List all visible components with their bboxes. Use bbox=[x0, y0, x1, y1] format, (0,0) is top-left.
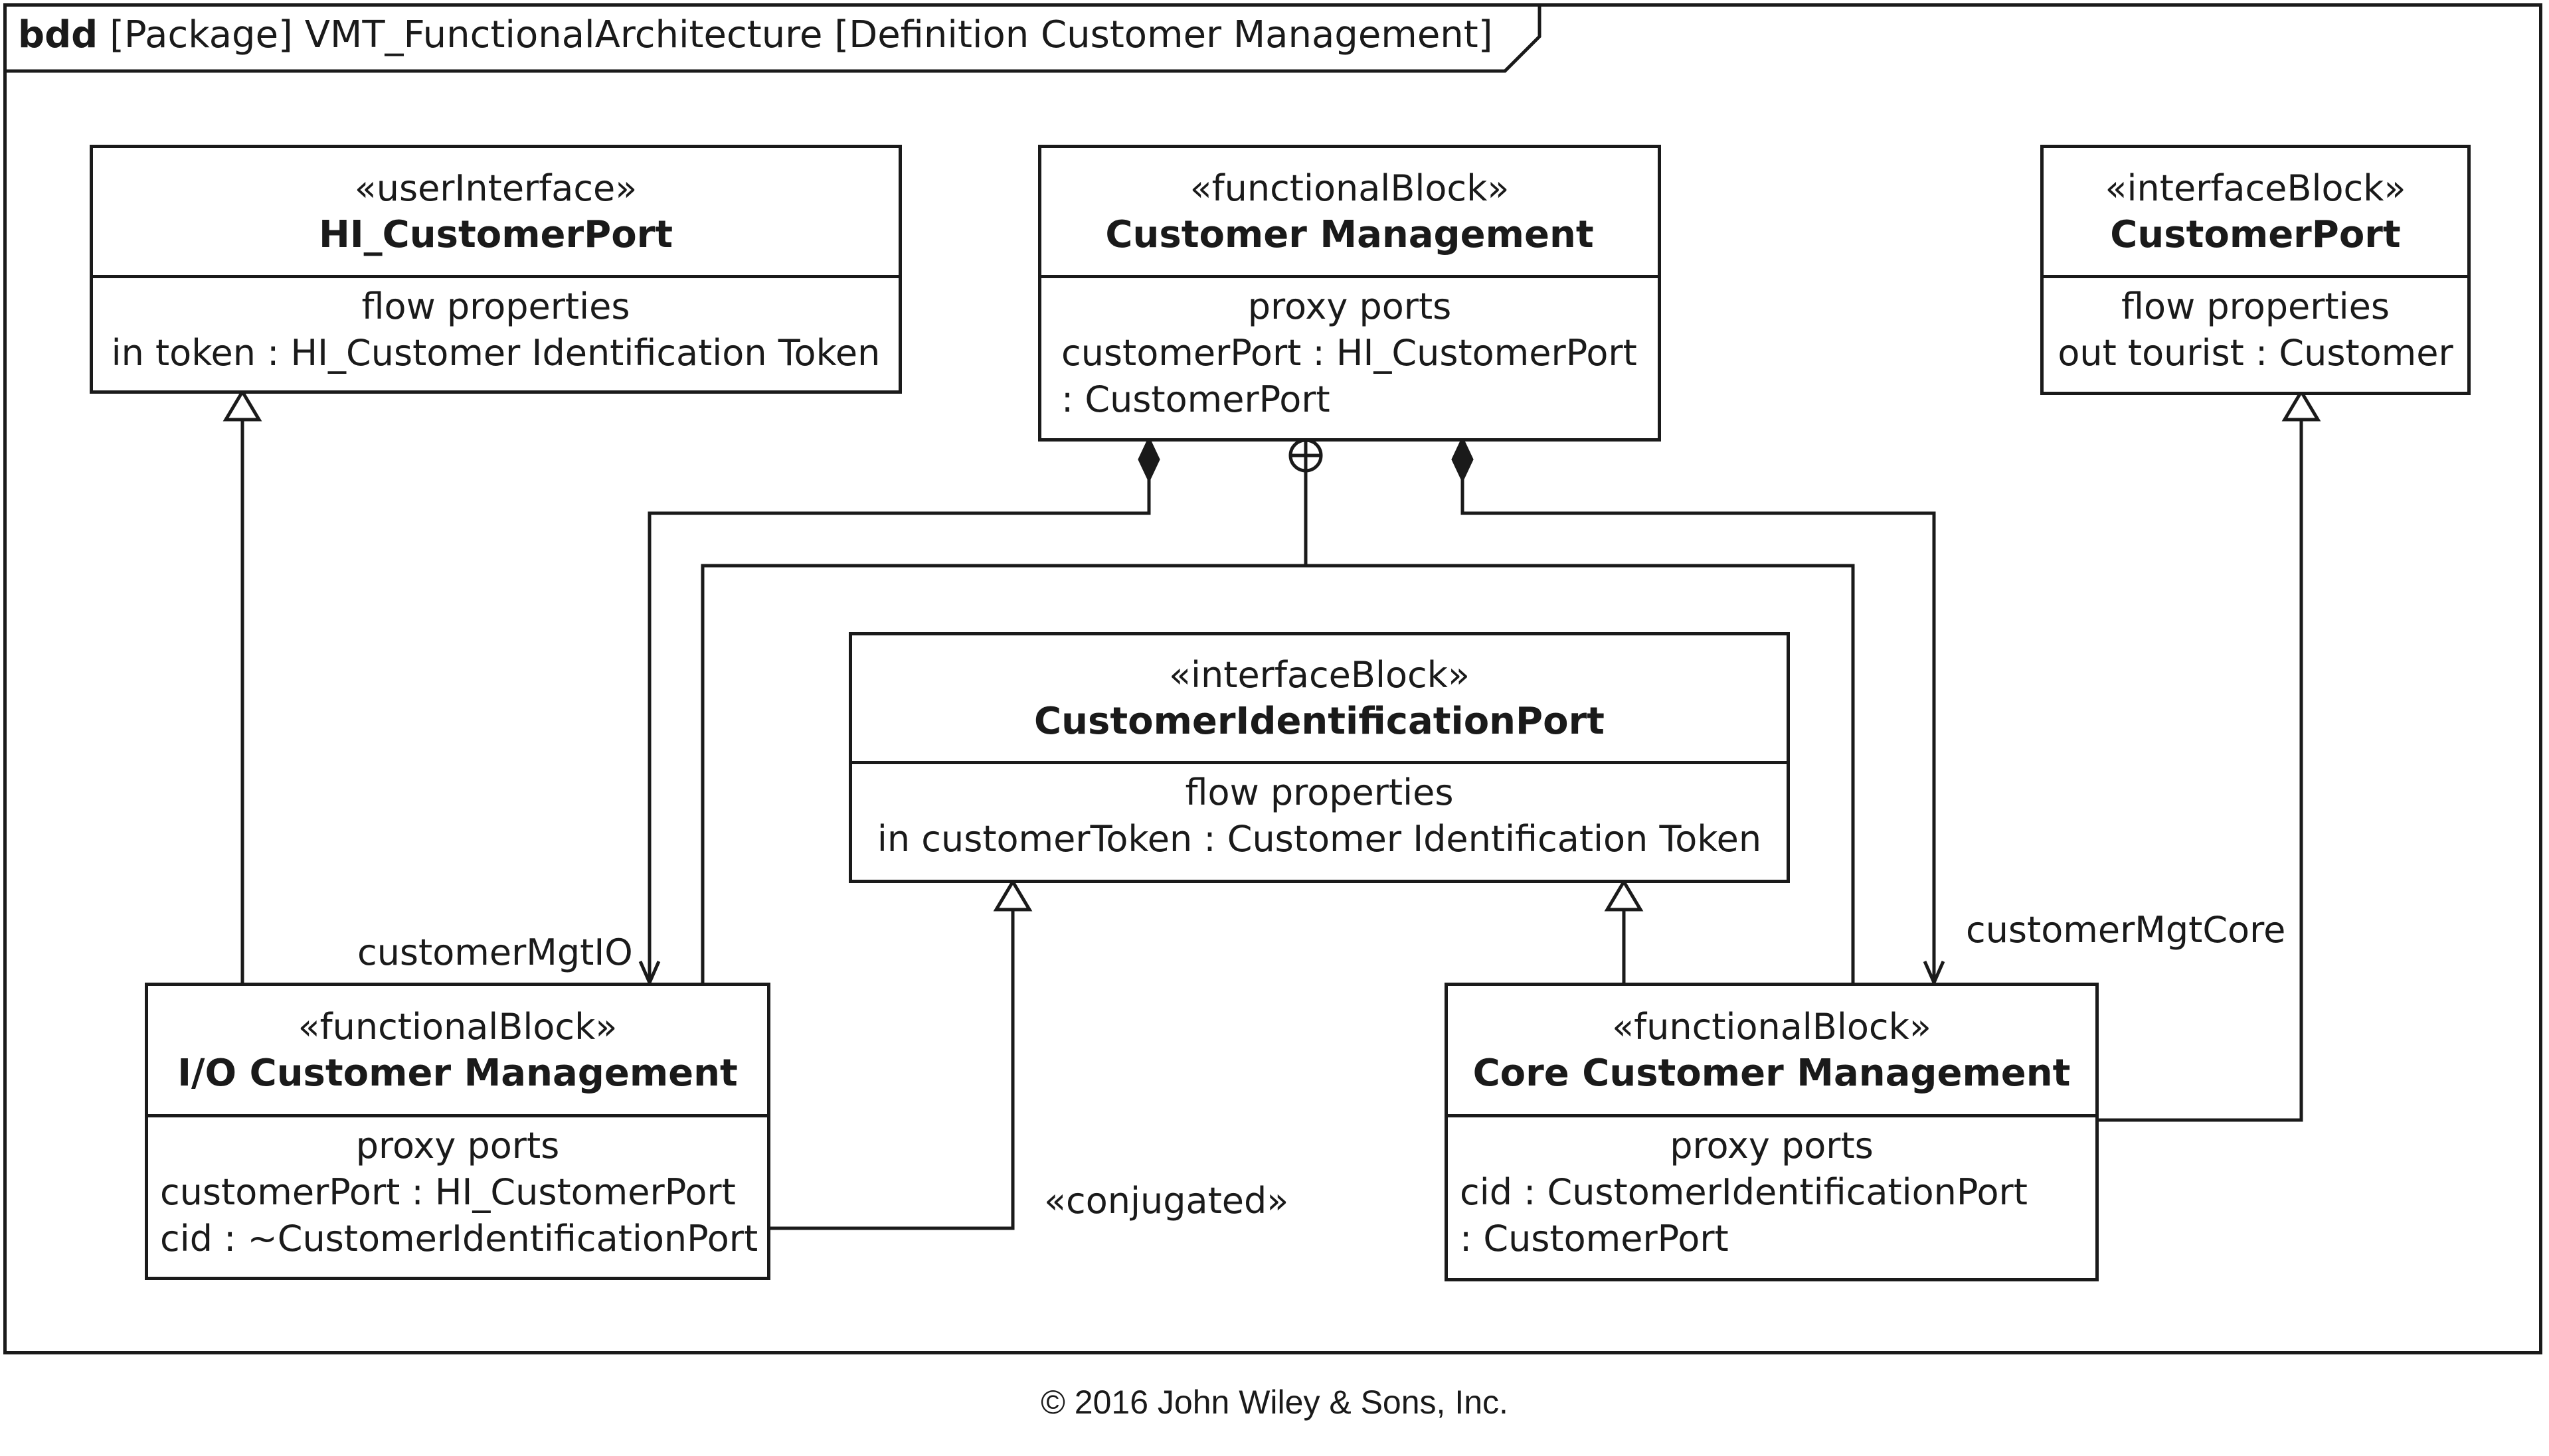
block-name: HI_CustomerPort bbox=[318, 212, 673, 256]
generalization-core-to-identification-port bbox=[1604, 878, 1644, 984]
block-header: «functionalBlock» Customer Management bbox=[1041, 148, 1658, 278]
conjugated-label: «conjugated» bbox=[1044, 1180, 1289, 1222]
block-compartment: flow properties in token : HI_Customer I… bbox=[93, 278, 899, 376]
block-customer-port[interactable]: «interfaceBlock» CustomerPort flow prope… bbox=[2040, 145, 2471, 395]
block-stereotype: «userInterface» bbox=[354, 167, 638, 209]
block-compartment: flow properties out tourist : Customer bbox=[2044, 278, 2467, 376]
frame-kind: bdd bbox=[18, 13, 98, 56]
proxy-port: cid : CustomerIdentificationPort bbox=[1460, 1171, 2028, 1213]
proxy-port: cid : ~CustomerIdentificationPort bbox=[160, 1218, 758, 1259]
block-compartment: flow properties in customerToken : Custo… bbox=[852, 764, 1787, 862]
proxy-port-type: : CustomerPort bbox=[1061, 378, 1330, 420]
block-stereotype: «functionalBlock» bbox=[298, 1005, 618, 1048]
role-label-customer-mgt-core: customerMgtCore bbox=[1966, 909, 2286, 951]
block-hi-customer-port[interactable]: «userInterface» HI_CustomerPort flow pro… bbox=[90, 145, 902, 394]
composition-customer-mgt-core bbox=[1451, 436, 1934, 983]
generalization-core-to-customer-port bbox=[2097, 388, 2321, 1122]
role-label-customer-mgt-io: customerMgtIO bbox=[357, 931, 633, 973]
block-core-customer-management[interactable]: «functionalBlock» Core Customer Manageme… bbox=[1445, 983, 2099, 1281]
proxy-port: customerPort : HI_CustomerPort bbox=[160, 1171, 736, 1213]
block-stereotype: «functionalBlock» bbox=[1612, 1005, 1931, 1048]
block-stereotype: «interfaceBlock» bbox=[1169, 653, 1470, 696]
proxy-port: customerPort : HI_CustomerPort bbox=[1061, 332, 1637, 374]
block-io-customer-management[interactable]: «functionalBlock» I/O Customer Managemen… bbox=[145, 983, 770, 1280]
generalization-io-to-identification-port bbox=[769, 878, 1033, 1230]
block-name: I/O Customer Management bbox=[177, 1051, 738, 1095]
block-header: «interfaceBlock» CustomerPort bbox=[2044, 148, 2467, 278]
compartment-title: proxy ports bbox=[355, 1125, 560, 1167]
block-compartment: proxy ports customerPort : HI_CustomerPo… bbox=[1041, 278, 1658, 423]
copyright-notice: © 2016 John Wiley & Sons, Inc. bbox=[1041, 1384, 1508, 1421]
block-header: «functionalBlock» Core Customer Manageme… bbox=[1448, 986, 2095, 1117]
compartment-title: flow properties bbox=[1185, 771, 1454, 813]
compartment-title: flow properties bbox=[2121, 285, 2390, 327]
composition-customer-mgt-io bbox=[650, 436, 1160, 983]
flow-property: out tourist : Customer bbox=[2058, 332, 2453, 374]
block-name: CustomerPort bbox=[2110, 212, 2401, 256]
block-stereotype: «interfaceBlock» bbox=[2105, 167, 2406, 209]
proxy-port-type: : CustomerPort bbox=[1460, 1218, 1729, 1259]
block-customer-management[interactable]: «functionalBlock» Customer Management pr… bbox=[1038, 145, 1661, 442]
block-compartment: proxy ports customerPort : HI_CustomerPo… bbox=[148, 1117, 767, 1262]
block-name: CustomerIdentificationPort bbox=[1034, 699, 1605, 743]
flow-property: in token : HI_Customer Identification To… bbox=[111, 332, 881, 374]
compartment-title: proxy ports bbox=[1670, 1125, 1874, 1167]
block-name: Core Customer Management bbox=[1472, 1051, 2071, 1095]
compartment-title: proxy ports bbox=[1247, 285, 1452, 327]
block-name: Customer Management bbox=[1105, 212, 1594, 256]
compartment-title: flow properties bbox=[361, 285, 630, 327]
generalization-io-to-hi-customer-port bbox=[222, 388, 262, 984]
block-compartment: proxy ports cid : CustomerIdentification… bbox=[1448, 1117, 2095, 1262]
frame-title: [Package] VMT_FunctionalArchitecture [De… bbox=[110, 13, 1493, 56]
flow-property: in customerToken : Customer Identificati… bbox=[877, 818, 1762, 860]
block-stereotype: «functionalBlock» bbox=[1189, 167, 1510, 209]
diagram-frame bbox=[3, 3, 2542, 1354]
block-header: «functionalBlock» I/O Customer Managemen… bbox=[148, 986, 767, 1117]
block-header: «interfaceBlock» CustomerIdentificationP… bbox=[852, 635, 1787, 764]
frame-header: bdd [Package] VMT_FunctionalArchitecture… bbox=[3, 3, 1522, 71]
block-header: «userInterface» HI_CustomerPort bbox=[93, 148, 899, 278]
block-customer-identification-port[interactable]: «interfaceBlock» CustomerIdentificationP… bbox=[849, 632, 1790, 883]
containment-nesting bbox=[701, 438, 1855, 984]
